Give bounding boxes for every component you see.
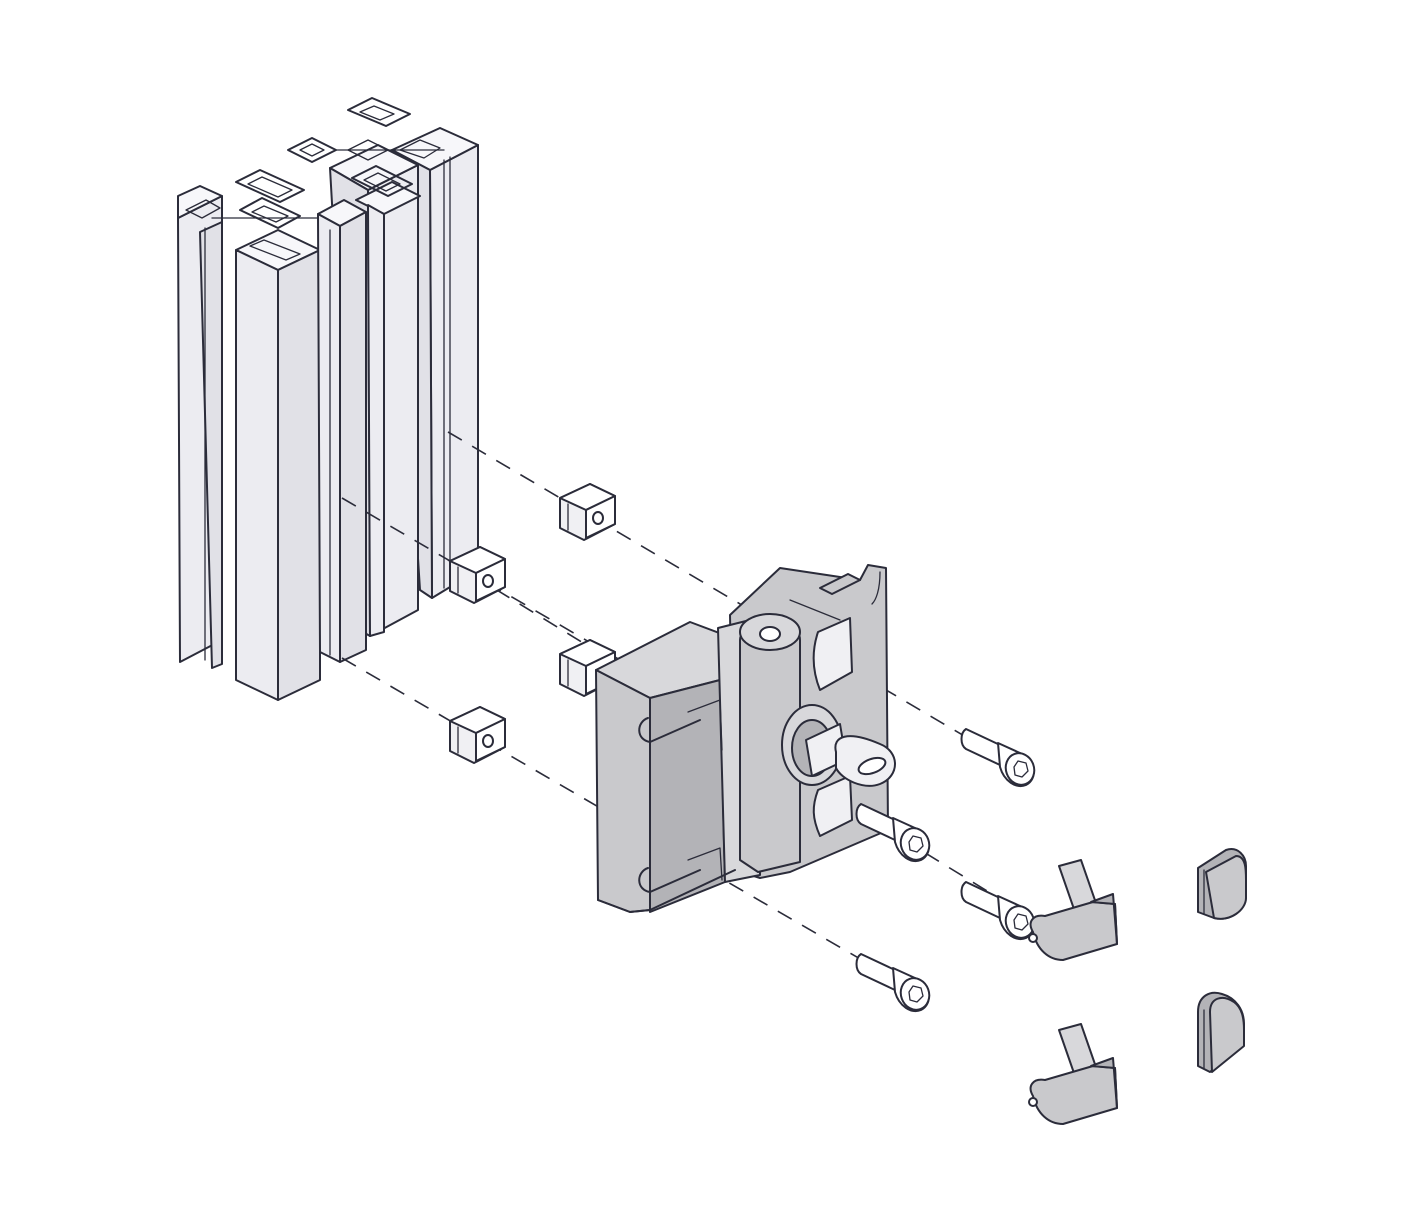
- socket-head-screw-2: [855, 803, 931, 862]
- t-slot-nut-2: [449, 546, 506, 604]
- latch-clip-1: [1028, 859, 1118, 961]
- aluminum-profile-front-right: [317, 199, 367, 663]
- aluminum-profile-front-left: [177, 185, 223, 669]
- aluminum-profile-tall: [351, 165, 421, 637]
- socket-head-screw-3: [960, 881, 1036, 940]
- aluminum-profile-front-middle: [211, 169, 331, 701]
- end-cap-2: [1197, 991, 1245, 1073]
- aluminum-profiles: [177, 97, 479, 701]
- latch-clip-2: [1028, 1023, 1118, 1125]
- end-cap-1: [1197, 848, 1247, 920]
- t-slot-nut-4: [449, 706, 506, 764]
- key: [805, 723, 896, 787]
- t-slot-nut-1: [559, 483, 616, 541]
- hinge-lock-body: [595, 564, 889, 913]
- socket-head-screw-1: [960, 728, 1036, 787]
- socket-head-screw-4: [855, 953, 931, 1012]
